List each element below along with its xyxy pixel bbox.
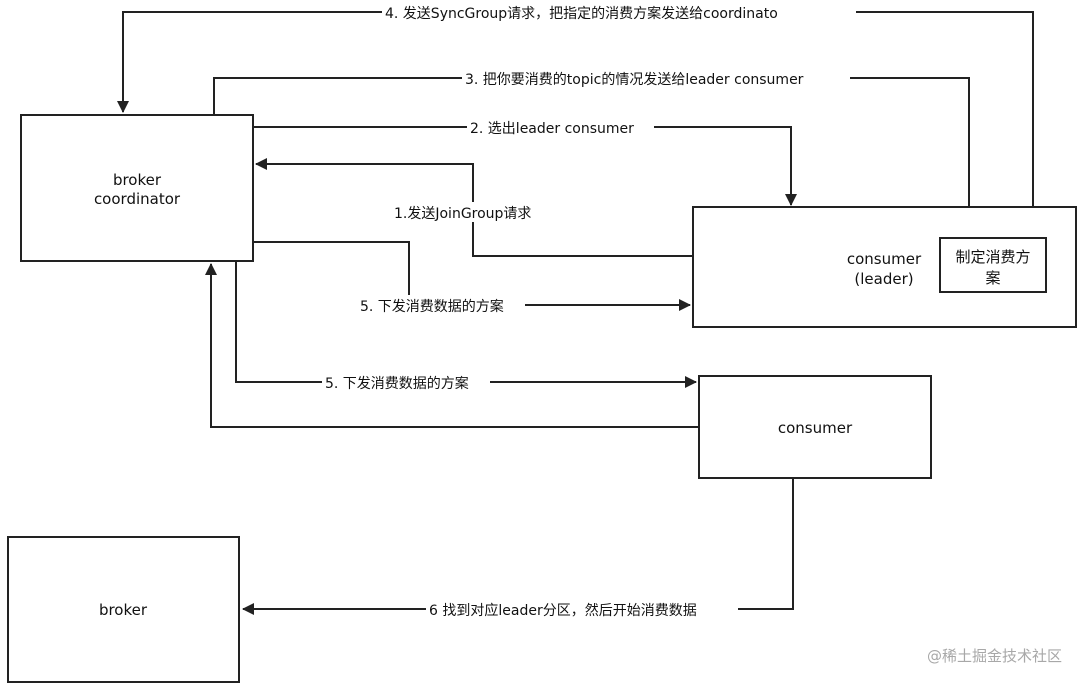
node-label-leader-tag: (leader) — [854, 270, 913, 288]
edge-label-send-topic-info: 3. 把你要消费的topic的情况发送给leader consumer — [465, 72, 804, 88]
edge-label-dispatch-plan-leader: 5. 下发消费数据的方案 — [360, 298, 504, 315]
node-label-broker: broker — [113, 171, 162, 189]
node-label-consumer-leader: consumer — [847, 250, 922, 268]
node-label-assignment-plan-2: 案 — [985, 269, 1000, 287]
edge-label-dispatch-plan-consumer: 5. 下发消费数据的方案 — [325, 375, 469, 392]
edge-dispatch-plan-consumer — [235, 262, 697, 388]
node-label-broker-only: broker — [99, 601, 148, 619]
edge-label-elect-leader: 2. 选出leader consumer — [470, 121, 634, 137]
node-broker-coordinator: broker coordinator — [20, 114, 254, 262]
node-label-assignment-plan-1: 制定消费方 — [955, 248, 1030, 266]
edge-label-join-group: 1.发送JoinGroup请求 — [394, 206, 531, 222]
edge-sync-group — [117, 11, 1034, 207]
node-label-coordinator: coordinator — [94, 190, 181, 208]
watermark-text: @稀土掘金技术社区 — [927, 647, 1062, 665]
node-broker: broker — [7, 536, 240, 683]
edge-find-partition — [242, 478, 794, 615]
edge-dispatch-plan-leader — [253, 241, 691, 311]
edge-consumer-join — [205, 263, 699, 428]
edge-elect-leader — [253, 126, 797, 206]
edge-label-find-partition: 6 找到对应leader分区，然后开始消费数据 — [429, 602, 697, 619]
node-label-consumer: consumer — [778, 419, 853, 437]
node-assignment-plan: 制定消费方 案 — [939, 237, 1047, 293]
edge-label-sync-group: 4. 发送SyncGroup请求，把指定的消费方案发送给coordinato — [385, 5, 778, 22]
node-consumer: consumer — [698, 375, 932, 479]
